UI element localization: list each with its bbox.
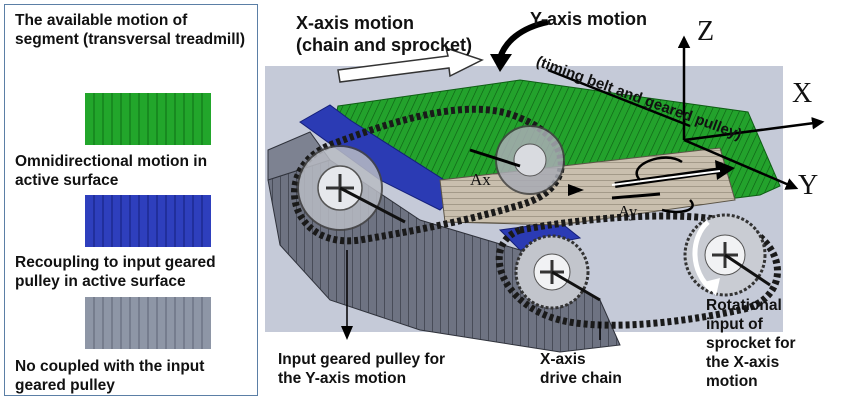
y-direction-arrow-highlight bbox=[611, 170, 721, 186]
gray-segment-swatch bbox=[85, 297, 211, 349]
x-direction-arrow-small bbox=[568, 184, 584, 196]
rotation-arc-top bbox=[635, 156, 683, 181]
ax-label: Ax bbox=[470, 170, 491, 189]
legend-item-recoupling: Recoupling to input geared pulley in act… bbox=[15, 254, 216, 290]
y-motion-arrowhead bbox=[490, 54, 512, 72]
x-motion-arrow bbox=[337, 46, 484, 83]
green-segment-swatch bbox=[85, 93, 211, 145]
legend-item-omnidirectional: Omnidirectional motion in active surface bbox=[15, 153, 208, 189]
drive-chain-label: X-axis drive chain bbox=[540, 351, 622, 387]
rotational-input-label: Rotational input of sprocket for the X-a… bbox=[706, 297, 796, 390]
axis-z-label: Z bbox=[697, 16, 715, 47]
lower-drive-chain bbox=[495, 212, 781, 329]
ay-marker-line bbox=[611, 192, 661, 200]
input-pulley-label: Input geared pulley for the Y-axis motio… bbox=[278, 351, 446, 387]
ay-label: Ay bbox=[618, 202, 638, 221]
blue-segment-swatch bbox=[85, 195, 211, 247]
y-axis-arrow bbox=[683, 138, 799, 190]
input-pulley-leader-head bbox=[341, 326, 353, 340]
left-shaft bbox=[339, 186, 406, 224]
legend-item-not-coupled: No coupled with the input geared pulley bbox=[15, 358, 205, 394]
lower-shaft bbox=[551, 270, 601, 302]
x-axis-arrow bbox=[683, 117, 825, 142]
right-shaft bbox=[724, 253, 771, 287]
center-sprocket bbox=[495, 125, 565, 195]
y-motion-label: Y-axis motion bbox=[530, 9, 648, 29]
y-motion-curved-arrow bbox=[497, 19, 549, 60]
axis-x-label: X bbox=[792, 78, 813, 109]
x-motion-label: X-axis motion (chain and sprocket) bbox=[296, 13, 473, 55]
y-motion-leader bbox=[547, 68, 691, 128]
legend-panel: The available motion of segment (transve… bbox=[4, 4, 258, 396]
legend-title: The available motion of segment (transve… bbox=[15, 12, 246, 48]
ax-marker-line bbox=[469, 148, 521, 168]
upper-drive-chain bbox=[290, 105, 565, 245]
y-direction-arrowhead bbox=[715, 160, 735, 180]
rotation-arc-bottom bbox=[661, 199, 694, 214]
axis-y-label: Y bbox=[798, 170, 819, 201]
rotational-input-arrowhead bbox=[704, 278, 720, 296]
